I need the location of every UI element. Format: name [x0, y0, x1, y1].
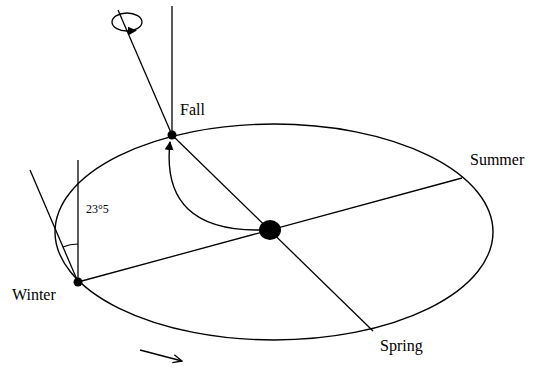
spin-arrow [128, 30, 136, 32]
angle-label: 23°5 [86, 203, 109, 215]
vertical-line [171, 6, 172, 135]
direction-arrow [140, 350, 182, 361]
earth-axis [118, 10, 172, 135]
earth-dot [74, 278, 83, 287]
sun [259, 220, 281, 240]
equinox-line [172, 135, 373, 331]
spin-ellipse [112, 13, 142, 31]
season-label: Summer [470, 152, 524, 168]
vertical-line [77, 160, 78, 282]
season-label: Fall [180, 102, 205, 118]
earth-dot [168, 131, 177, 140]
season-label: Winter [12, 287, 56, 303]
angle-arc [63, 244, 78, 247]
solstice-line [78, 178, 462, 282]
curved-arrow [169, 142, 262, 230]
orbit-ellipse [55, 124, 493, 340]
season-label: Spring [380, 338, 423, 354]
earth-axis [30, 170, 78, 282]
